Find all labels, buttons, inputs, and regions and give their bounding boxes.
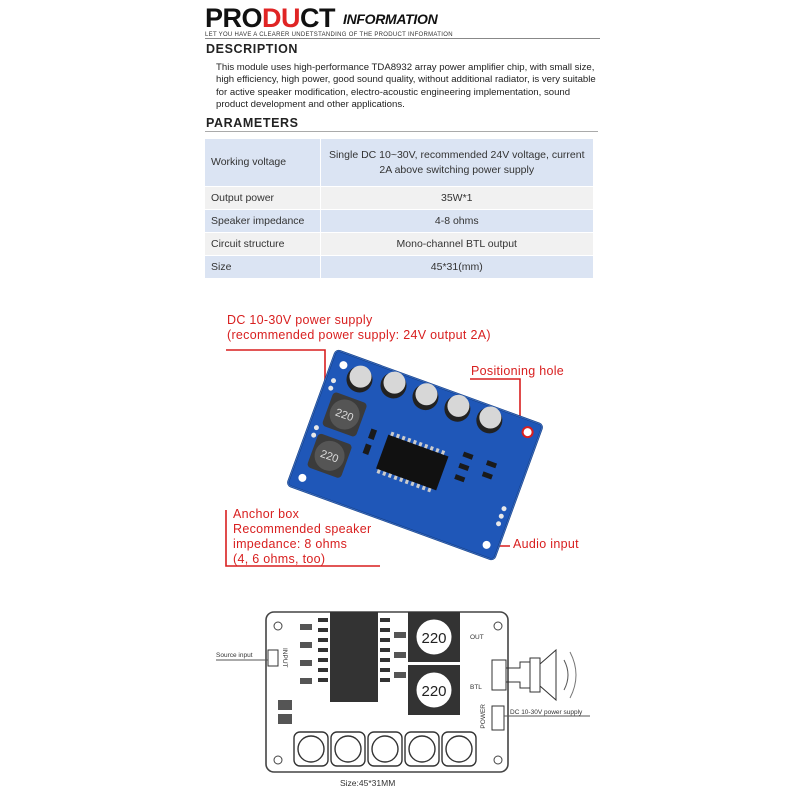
param-key: Working voltage	[205, 138, 321, 187]
table-row: Working voltage Single DC 10~30V, recomm…	[205, 138, 593, 187]
table-row: Size 45*31(mm)	[205, 255, 593, 279]
header-divider	[205, 38, 600, 39]
param-key: Output power	[205, 186, 321, 210]
board-inductor-1-label: 220	[334, 407, 355, 425]
param-value: Mono-channel BTL output	[320, 232, 593, 256]
board-inductor-2-label: 220	[319, 448, 340, 466]
anchor-callout-line3: impedance: 8 ohms	[233, 537, 348, 551]
out-label: OUT	[470, 634, 484, 641]
description-text: This module uses high-performance TDA893…	[216, 62, 596, 111]
parameters-title: PARAMETERS	[206, 116, 299, 130]
param-key: Speaker impedance	[205, 209, 321, 233]
anchor-leader-line	[225, 510, 380, 567]
anchor-callout-line2: Recommended speaker	[233, 522, 372, 536]
capacitor-row	[346, 365, 503, 434]
source-input-label: Source input	[216, 652, 253, 659]
anchor-callout-line1: Anchor box	[233, 507, 300, 521]
input-label: INPUT	[281, 648, 288, 668]
parameters-table: Working voltage Single DC 10~30V, recomm…	[205, 138, 593, 279]
dc-supply-label: DC 10-30V power supply	[510, 709, 583, 716]
diagram-inductor-top-label: 220	[421, 630, 446, 647]
product-logo: PRODUCT	[205, 3, 336, 33]
table-row: Output power 35W*1	[205, 186, 593, 210]
layout-diagram: 220 220	[216, 611, 590, 773]
positioning-hole	[521, 426, 534, 439]
param-value: 45*31(mm)	[320, 255, 593, 279]
positioning-leader-line	[470, 378, 521, 432]
description-title: DESCRIPTION	[206, 42, 299, 56]
mounting-hole	[339, 361, 348, 370]
board-size-label: Size:45*31MM	[340, 778, 396, 788]
inductor-pair: 220 220	[307, 392, 367, 478]
table-row: Speaker impedance 4-8 ohms	[205, 209, 593, 233]
power-label: POWER	[480, 704, 487, 729]
param-key: Circuit structure	[205, 232, 321, 256]
param-value: Single DC 10~30V, recommended 24V voltag…	[320, 138, 593, 187]
anchor-callout-line4: (4, 6 ohms, too)	[233, 552, 326, 566]
pcb-board: 220 220	[287, 349, 543, 561]
param-value: 35W*1	[320, 186, 593, 210]
btl-label: BTL	[470, 684, 482, 691]
power-callout-line1: DC 10-30V power supply	[227, 313, 373, 327]
parameters-divider	[205, 131, 598, 132]
audio-callout: Audio input	[513, 537, 579, 551]
logo-subtitle: INFORMATION	[343, 11, 438, 27]
power-callout-line2: (recommended power supply: 24V output 2A…	[227, 328, 491, 342]
diagram-inductor-bottom-label: 220	[421, 683, 446, 700]
table-row: Circuit structure Mono-channel BTL outpu…	[205, 232, 593, 256]
product-header: PRODUCT INFORMATION LET YOU HAVE A CLEAR…	[205, 4, 605, 38]
param-key: Size	[205, 255, 321, 279]
positioning-callout: Positioning hole	[471, 364, 565, 378]
amplifier-chip	[376, 434, 449, 491]
param-value: 4-8 ohms	[320, 209, 593, 233]
header-tagline: LET YOU HAVE A CLEARER UNDETSTANDING OF …	[205, 32, 453, 38]
